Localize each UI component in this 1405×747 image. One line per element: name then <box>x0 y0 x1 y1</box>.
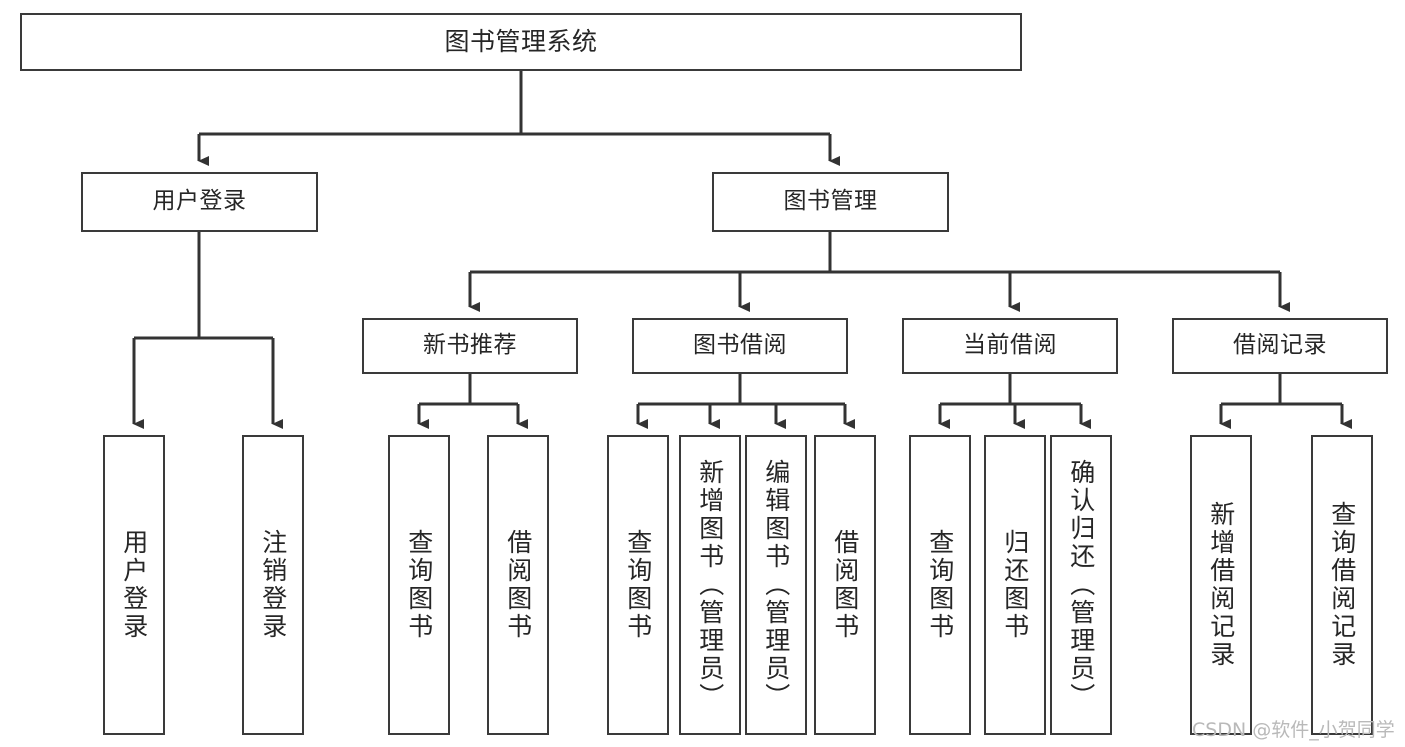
node-leaf-edit-book[interactable]: 编辑图书（管理员） <box>745 435 807 735</box>
node-label-leaf-query-book-3: 查询图书 <box>925 529 955 641</box>
node-label-borrow-record: 借阅记录 <box>1233 332 1327 359</box>
node-leaf-logout[interactable]: 注销登录 <box>242 435 304 735</box>
node-book-manage[interactable]: 图书管理 <box>712 172 949 232</box>
node-leaf-user-login[interactable]: 用户登录 <box>103 435 165 735</box>
node-label-leaf-borrow-book-1: 借阅图书 <box>503 529 533 641</box>
node-label-leaf-query-book-2: 查询图书 <box>623 529 653 641</box>
node-label-leaf-query-book-1: 查询图书 <box>404 529 434 641</box>
node-label-book-borrow: 图书借阅 <box>693 332 787 359</box>
node-label-leaf-confirm-return: 确认归还（管理员） <box>1066 459 1096 711</box>
node-label-book-manage: 图书管理 <box>783 188 878 215</box>
node-leaf-query-record[interactable]: 查询借阅记录 <box>1311 435 1373 735</box>
node-leaf-query-book-3[interactable]: 查询图书 <box>909 435 971 735</box>
node-label-user-login: 用户登录 <box>152 188 247 215</box>
node-leaf-query-book-2[interactable]: 查询图书 <box>607 435 669 735</box>
node-leaf-return-book[interactable]: 归还图书 <box>984 435 1046 735</box>
node-leaf-add-record[interactable]: 新增借阅记录 <box>1190 435 1252 735</box>
node-label-leaf-add-record: 新增借阅记录 <box>1206 501 1236 669</box>
connector-lines <box>132 71 1352 429</box>
node-leaf-borrow-book-1[interactable]: 借阅图书 <box>487 435 549 735</box>
node-root[interactable]: 图书管理系统 <box>20 13 1022 71</box>
node-leaf-borrow-book-2[interactable]: 借阅图书 <box>814 435 876 735</box>
node-label-leaf-edit-book: 编辑图书（管理员） <box>761 459 791 711</box>
node-leaf-query-book-1[interactable]: 查询图书 <box>388 435 450 735</box>
node-label-new-book-recommend: 新书推荐 <box>423 332 517 359</box>
node-new-book-recommend[interactable]: 新书推荐 <box>362 318 578 374</box>
node-label-leaf-borrow-book-2: 借阅图书 <box>830 529 860 641</box>
node-label-leaf-query-record: 查询借阅记录 <box>1327 501 1357 669</box>
node-label-leaf-return-book: 归还图书 <box>1000 529 1030 641</box>
node-label-leaf-logout: 注销登录 <box>258 529 288 641</box>
node-label-leaf-user-login: 用户登录 <box>119 529 149 641</box>
node-current-borrow[interactable]: 当前借阅 <box>902 318 1118 374</box>
node-book-borrow[interactable]: 图书借阅 <box>632 318 848 374</box>
node-borrow-record[interactable]: 借阅记录 <box>1172 318 1388 374</box>
node-user-login[interactable]: 用户登录 <box>81 172 318 232</box>
node-leaf-confirm-return[interactable]: 确认归还（管理员） <box>1050 435 1112 735</box>
node-label-current-borrow: 当前借阅 <box>963 332 1057 359</box>
node-leaf-add-book[interactable]: 新增图书（管理员） <box>679 435 741 735</box>
node-label-root: 图书管理系统 <box>444 27 598 57</box>
node-label-leaf-add-book: 新增图书（管理员） <box>695 459 725 711</box>
